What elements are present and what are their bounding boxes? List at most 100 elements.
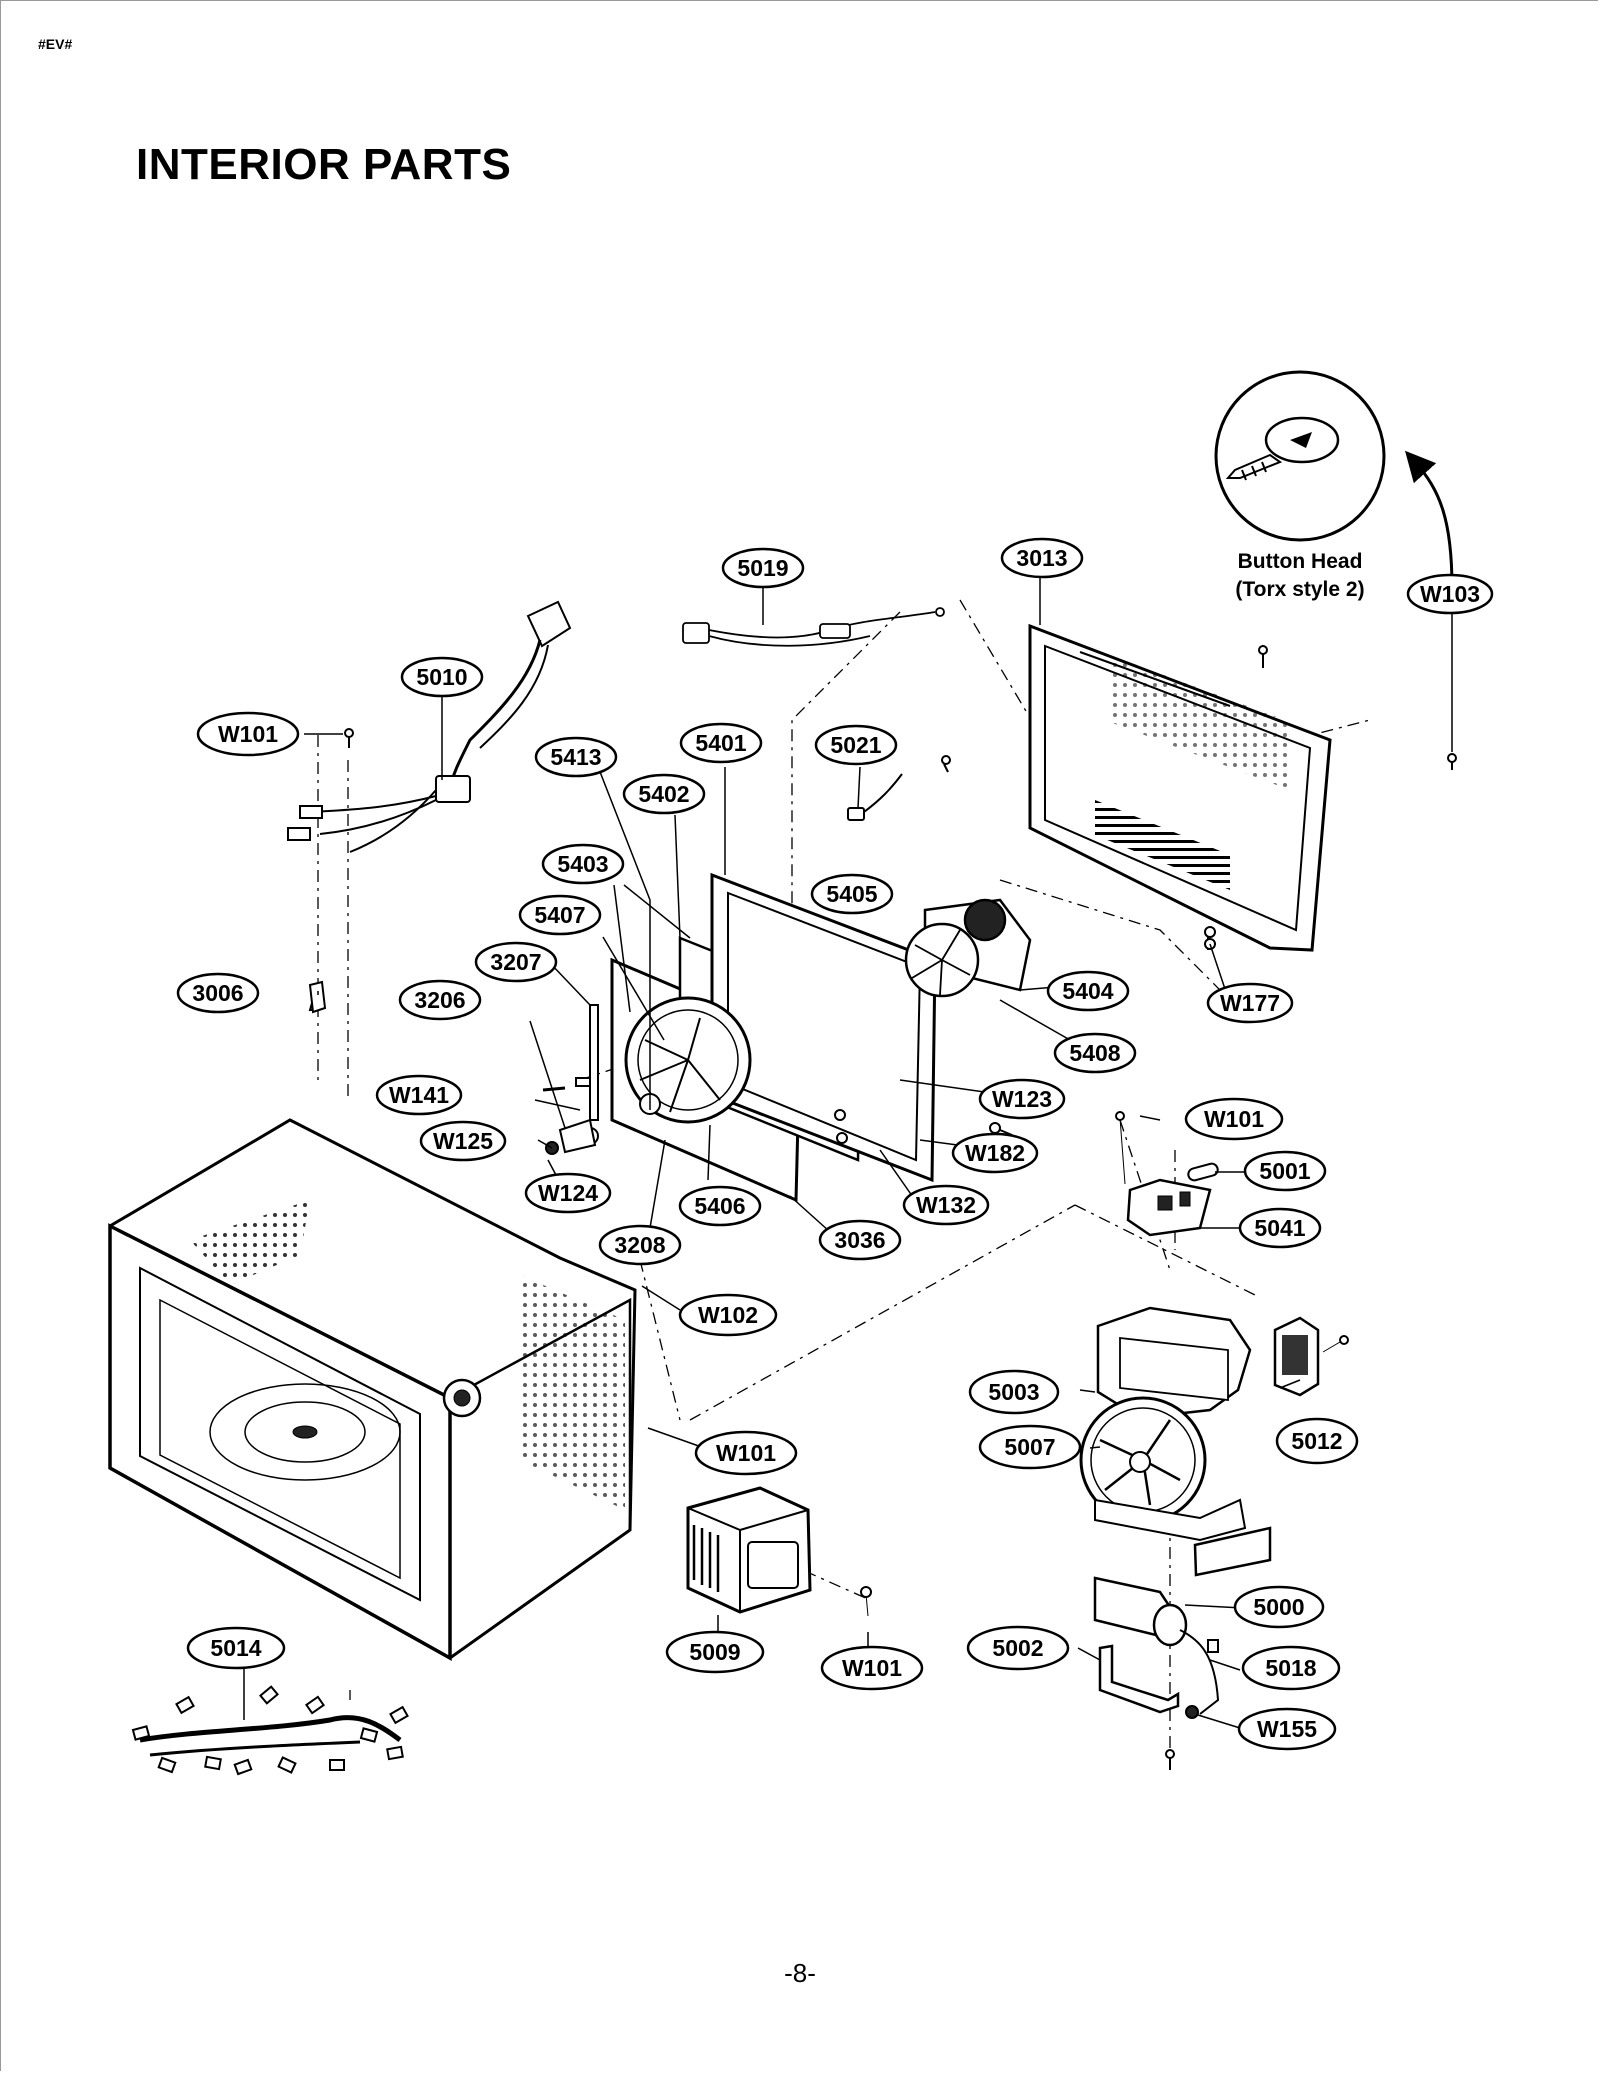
callout-W101-a: W101 [196,711,300,757]
page-title: INTERIOR PARTS [136,140,512,189]
svg-text:5403: 5403 [557,851,608,877]
page-number: -8- [784,1958,816,1988]
part-5010-power-cord [287,600,572,853]
callout-3208: 3208 [598,1224,682,1266]
svg-text:5404: 5404 [1062,978,1113,1004]
part-5405-fan-motor [904,898,1032,998]
svg-text:5000: 5000 [1253,1594,1304,1620]
svg-text:W101: W101 [218,721,278,747]
callout-W101-c: W101 [694,1430,798,1476]
svg-text:5010: 5010 [416,664,467,690]
svg-text:5003: 5003 [988,1379,1039,1405]
callout-W102: W102 [678,1293,778,1337]
svg-text:W182: W182 [965,1140,1025,1166]
callout-5401: 5401 [679,722,763,764]
svg-text:W103: W103 [1420,581,1480,607]
part-3013-waveguide-cover [1028,623,1332,952]
svg-text:W141: W141 [389,1082,449,1108]
svg-text:W155: W155 [1257,1716,1317,1742]
part-5041-board [1115,1111,1212,1237]
callout-5014: 5014 [186,1626,286,1670]
part-5018-diode [1165,1629,1220,1770]
part-5000-capacitor [1093,1576,1188,1647]
callout-5019: 5019 [721,547,805,589]
svg-text:W124: W124 [538,1180,598,1206]
svg-text:3206: 3206 [414,987,465,1013]
callout-W124: W124 [524,1172,612,1214]
callout-3006: 3006 [176,972,260,1014]
button-head-torx-screw-inset [1214,370,1386,542]
callout-5041: 5041 [1238,1207,1322,1249]
svg-text:5014: 5014 [210,1635,261,1661]
callout-5003: 5003 [968,1369,1060,1415]
callout-5012: 5012 [1275,1417,1359,1465]
svg-text:3207: 3207 [490,949,541,975]
callout-W132: W132 [902,1184,990,1226]
callout-W101-b: W101 [1184,1097,1284,1141]
svg-text:5021: 5021 [830,732,881,758]
callout-5405: 5405 [810,873,894,915]
svg-text:5001: 5001 [1259,1158,1310,1184]
callout-5010: 5010 [400,656,484,698]
svg-text:5402: 5402 [638,781,689,807]
svg-text:W123: W123 [992,1086,1052,1112]
svg-text:W101: W101 [716,1440,776,1466]
callout-W141: W141 [375,1074,463,1116]
svg-text:3036: 3036 [834,1227,885,1253]
svg-text:5002: 5002 [992,1635,1043,1661]
callout-3013: 3013 [1000,537,1084,579]
svg-text:W132: W132 [916,1192,976,1218]
svg-text:5413: 5413 [550,744,601,770]
svg-text:3006: 3006 [192,980,243,1006]
callout-5407: 5407 [518,894,602,936]
callout-5413: 5413 [534,736,618,778]
callout-5404: 5404 [1046,970,1130,1012]
callout-5018: 5018 [1241,1645,1341,1691]
svg-text:5019: 5019 [737,555,788,581]
part-5012-noise-filter [1273,1316,1349,1397]
callout-W125: W125 [419,1120,507,1162]
inset-caption-line1: Button Head [1238,550,1363,573]
callout-5021: 5021 [814,724,898,766]
callout-5408: 5408 [1053,1032,1137,1074]
callout-3207: 3207 [474,941,558,983]
callout-5406: 5406 [678,1185,762,1227]
callout-5000: 5000 [1233,1585,1325,1629]
part-5001-fuse [1187,1162,1219,1182]
part-5014-wire-harness [131,1685,409,1776]
callout-5402: 5402 [622,773,706,815]
callout-W101-d: W101 [820,1645,924,1691]
callout-W123: W123 [978,1078,1066,1120]
svg-text:5041: 5041 [1254,1215,1305,1241]
callout-5001: 5001 [1243,1150,1327,1192]
callout-W177: W177 [1206,982,1294,1024]
svg-text:5406: 5406 [694,1193,745,1219]
brackets-3006-3206-3207 [308,980,599,1154]
oven-cavity-chassis [108,1118,637,1661]
svg-text:W101: W101 [1204,1106,1264,1132]
convection-fan-assembly [610,872,937,1203]
inset-caption-line2: (Torx style 2) [1235,578,1364,601]
svg-text:5009: 5009 [689,1639,740,1665]
callout-bubbles: 5019 3013 W103 5010 W101 5413 5401 5021 … [176,537,1494,1751]
screws-3013 [1204,645,1457,950]
document-code: #EV# [38,36,73,52]
part-5009-magnetron [686,1486,872,1617]
svg-text:W125: W125 [433,1128,493,1154]
svg-text:5018: 5018 [1265,1655,1316,1681]
svg-text:3208: 3208 [614,1232,665,1258]
part-5021-thermistor [847,755,951,821]
callout-W103: W103 [1406,573,1494,615]
svg-text:W101: W101 [842,1655,902,1681]
part-5003-fan-housing [1079,1306,1272,1577]
svg-text:5007: 5007 [1004,1434,1055,1460]
svg-text:W177: W177 [1220,990,1280,1016]
part-5019-wire-harness [682,607,945,647]
callout-5007: 5007 [978,1424,1082,1470]
svg-text:3013: 3013 [1016,545,1067,571]
svg-text:5405: 5405 [826,881,877,907]
svg-text:5012: 5012 [1291,1428,1342,1454]
callout-5002: 5002 [966,1625,1070,1671]
